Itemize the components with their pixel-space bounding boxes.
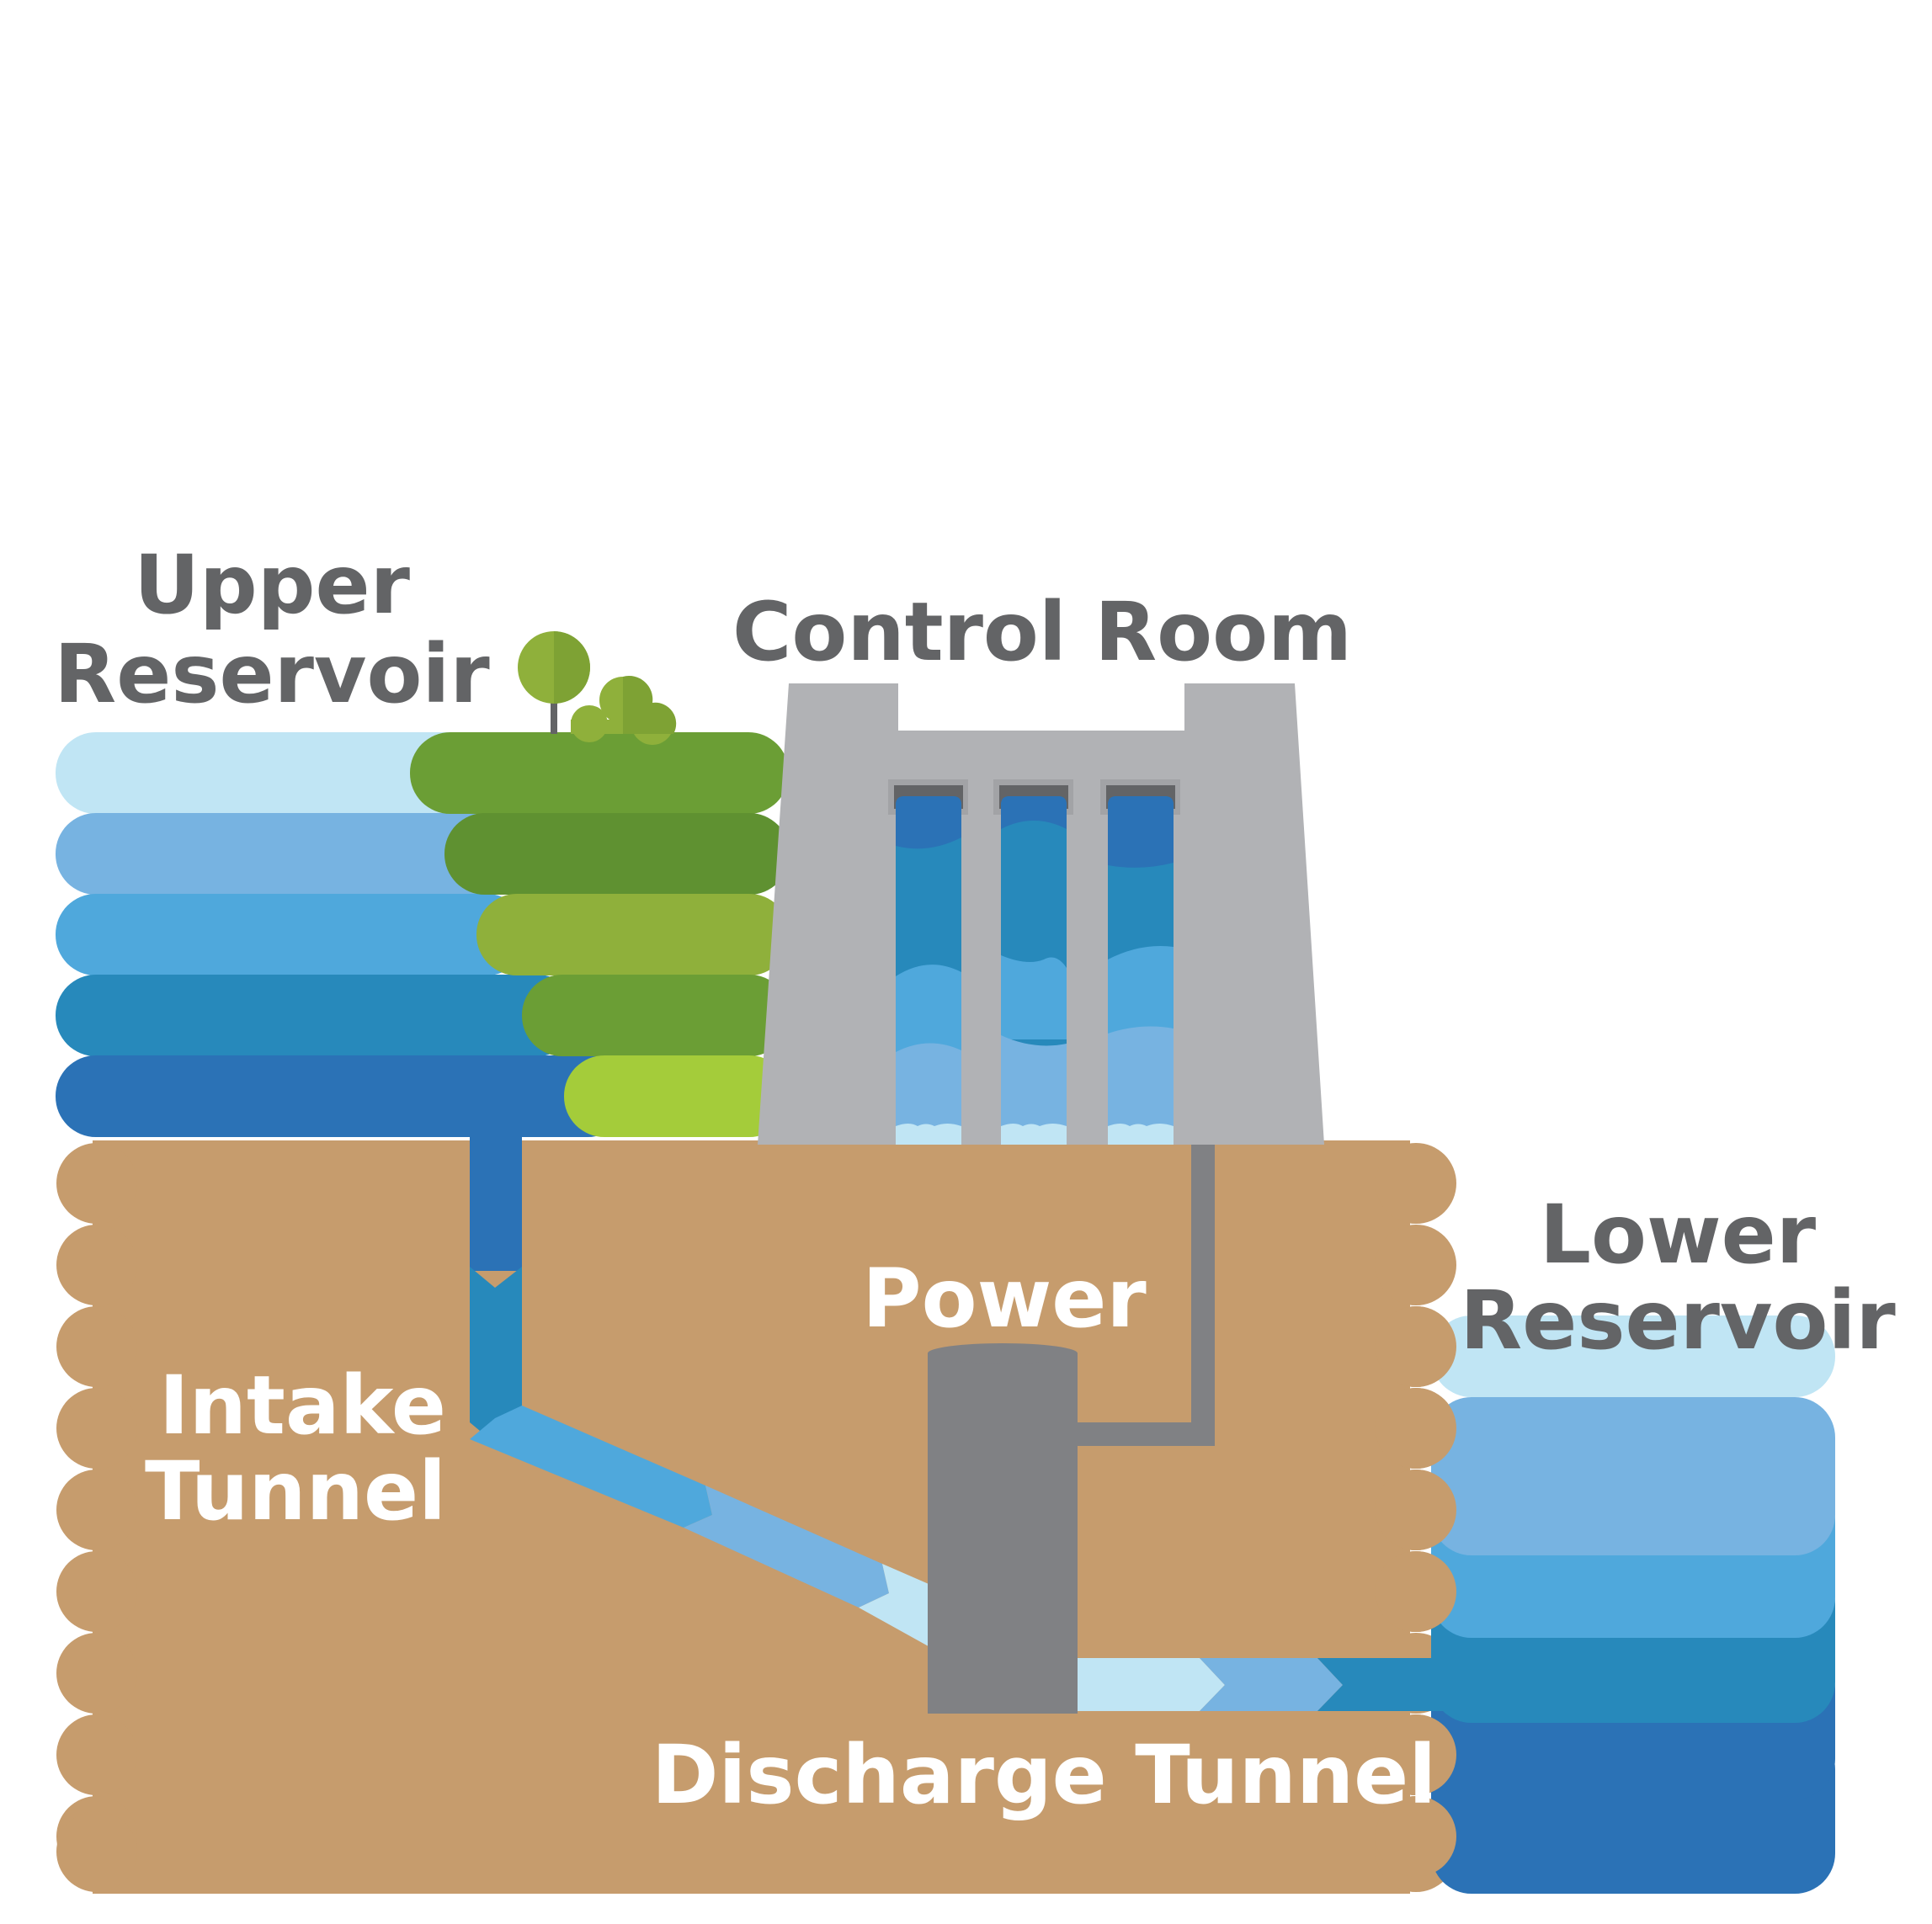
lower-water-layer-2 <box>1431 1397 1835 1555</box>
intake-shaft-mid <box>470 1267 522 1443</box>
upper-water-layer-1 <box>56 732 527 814</box>
tree-icon <box>518 631 590 734</box>
labels: Upper Reservoir Control Room Lower Reser… <box>54 538 1896 1822</box>
grass-layer-4 <box>522 975 790 1056</box>
upper-water-layer-3 <box>56 894 527 975</box>
lower-reservoir-label-line2: Reservoir <box>1460 1273 1896 1368</box>
power-label: Power <box>862 1252 1147 1346</box>
grass-layer-2 <box>444 813 790 895</box>
grass-layer-3 <box>476 894 790 975</box>
turbine-body <box>928 1353 1078 1714</box>
power-turbine <box>928 1145 1215 1714</box>
upper-water-layer-4 <box>56 975 577 1056</box>
intake-tunnel <box>470 1136 934 1650</box>
control-room <box>758 683 1324 1145</box>
intake-shaft-top <box>470 1136 522 1271</box>
grass-hill <box>410 732 790 1137</box>
earth-bumps-left <box>56 1143 137 1892</box>
intake-diagonal-3 <box>859 1564 934 1650</box>
turbine-top <box>928 1343 1078 1363</box>
gate-2 <box>993 779 1073 1145</box>
discharge-segment-1 <box>1052 1658 1225 1711</box>
intake-diagonal-1 <box>470 1406 712 1528</box>
grass-layer-5 <box>564 1055 790 1137</box>
lower-reservoir-label-line1: Lower <box>1540 1188 1817 1282</box>
upper-reservoir <box>56 732 628 1137</box>
lower-reservoir <box>1431 1315 1835 1894</box>
discharge-tunnel-label: Discharge Tunnel <box>652 1728 1436 1822</box>
intake-diagonal-2 <box>684 1486 889 1608</box>
upper-reservoir-label-line1: Upper <box>134 538 411 632</box>
gate-1 <box>888 779 968 1145</box>
discharge-tunnel <box>1052 1658 1448 1711</box>
discharge-segment-2 <box>1200 1658 1343 1711</box>
intake-tunnel-label-line2: Tunnel <box>145 1444 446 1539</box>
gate-3 <box>1100 779 1180 1145</box>
intake-tunnel-label-line1: Intake <box>159 1358 446 1453</box>
power-cable-vertical <box>1191 1145 1215 1446</box>
upper-water-layer-2 <box>56 813 527 895</box>
ground <box>56 1140 1456 1894</box>
discharge-segment-3 <box>1317 1658 1448 1711</box>
bush-icon <box>571 676 677 745</box>
control-room-label: Control Room <box>732 585 1352 679</box>
earth-bumps-right-front <box>1376 1306 1456 1877</box>
upper-water-layer-5 <box>56 1055 628 1137</box>
lower-water-layer-1 <box>1431 1315 1835 1397</box>
grass-layer-1 <box>410 732 789 814</box>
upper-reservoir-label-line2: Reservoir <box>54 627 490 721</box>
